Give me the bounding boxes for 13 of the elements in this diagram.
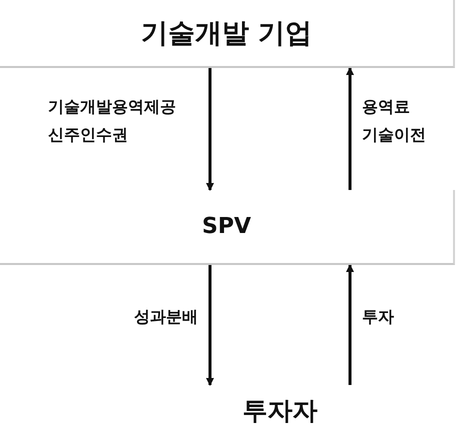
node-label: SPV [202,214,251,239]
edge-label: 성과분배 [133,306,198,328]
arrow [346,67,354,190]
band-box [0,190,455,265]
arrow [206,68,214,191]
arrow [206,265,214,386]
band-box [0,0,455,68]
edge-label: 투자 [362,306,395,328]
edge-label: 기술개발용역제공 신주인수권 [48,96,177,146]
node-label: 투자자 [242,394,318,426]
edge-label: 용역료 기술이전 [362,96,427,146]
node-label: 기술개발 기업 [140,17,312,51]
arrow [346,264,354,385]
